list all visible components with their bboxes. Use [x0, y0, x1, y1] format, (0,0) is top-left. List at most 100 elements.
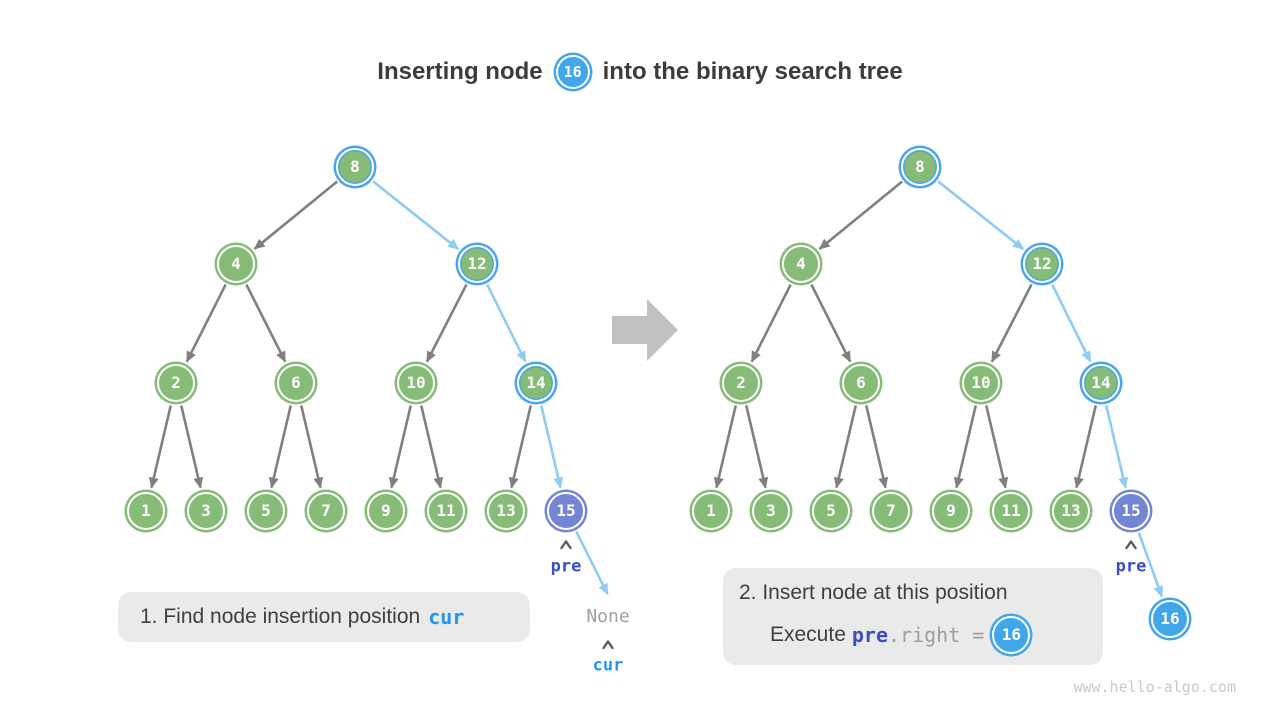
caption-step2-node-16-value: 16	[1001, 625, 1021, 644]
tree-node-14-value: 14	[1091, 373, 1111, 392]
title-prefix: Inserting node	[377, 58, 543, 85]
edge-arrow	[419, 405, 444, 489]
tree-node-14: 14	[1082, 364, 1120, 402]
tree-node-16-value: 16	[1160, 609, 1180, 628]
edge-arrow	[179, 405, 204, 489]
tree-node-2-value: 2	[736, 373, 746, 392]
tree-node-10: 10	[397, 364, 435, 402]
tree-node-8-value: 8	[350, 157, 360, 176]
tree-node-3-value: 3	[766, 501, 776, 520]
tree-node-6-value: 6	[856, 373, 866, 392]
edge-arrow	[148, 405, 173, 489]
tree-node-3-value: 3	[201, 501, 211, 520]
edge-arrow	[388, 405, 413, 489]
tree-node-6-value: 6	[291, 373, 301, 392]
edge-arrow	[253, 180, 338, 250]
tree-node-11: 11	[992, 492, 1030, 530]
edge-arrow	[185, 283, 227, 363]
tree-node-8-value: 8	[915, 157, 925, 176]
edge-arrow	[425, 283, 468, 363]
tree-node-10-value: 10	[406, 373, 426, 392]
caption-step1: 1. Find node insertion position cur	[118, 592, 530, 642]
tree-node-5: 5	[812, 492, 850, 530]
tree-node-1: 1	[127, 492, 165, 530]
tree-node-2: 2	[157, 364, 195, 402]
tree-node-13: 13	[487, 492, 525, 530]
tree-node-16: 16	[1151, 600, 1189, 638]
caption-step2-execute: Execute	[770, 623, 846, 646]
caption-step1-code-cur: cur	[428, 605, 465, 629]
tree-node-11-value: 11	[1001, 501, 1021, 520]
edge-arrow	[818, 180, 903, 250]
edge-arrow	[1073, 405, 1098, 489]
tree-node-4: 4	[217, 245, 255, 283]
edge-arrow	[575, 530, 609, 596]
tree-node-13: 13	[1052, 492, 1090, 530]
tree-node-12-value: 12	[467, 254, 487, 273]
tree-node-15-value: 15	[1121, 501, 1141, 520]
edge-arrow	[713, 405, 738, 489]
tree-node-12-value: 12	[1032, 254, 1052, 273]
tree-node-8: 8	[901, 148, 939, 186]
tree-node-4: 4	[782, 245, 820, 283]
edge-arrow	[372, 180, 460, 251]
tree-node-9: 9	[367, 492, 405, 530]
title-node-16: 16	[555, 55, 590, 89]
tree-node-10: 10	[962, 364, 1000, 402]
tree-node-7-value: 7	[321, 501, 331, 520]
edge-arrow	[990, 283, 1033, 363]
label-cur: cur	[592, 655, 624, 676]
edge-arrow	[937, 180, 1025, 251]
edge-arrow	[953, 405, 978, 489]
edge-arrow	[508, 405, 533, 489]
tree-node-6: 6	[277, 364, 315, 402]
edge-arrow	[864, 405, 889, 489]
tree-node-5-value: 5	[826, 501, 836, 520]
tree-node-9: 9	[932, 492, 970, 530]
edge-arrow	[245, 283, 287, 363]
caption-step2: 2. Insert node at this position Execute …	[723, 568, 1103, 665]
title-node-16-value: 16	[563, 62, 582, 81]
edge-arrow	[1137, 532, 1164, 598]
tree-node-15: 15	[1112, 492, 1150, 530]
edge-arrow	[750, 283, 792, 363]
tree-node-11: 11	[427, 492, 465, 530]
caret-up-icon	[1125, 540, 1137, 550]
edge-arrow	[833, 405, 858, 489]
title-suffix: into the binary search tree	[602, 58, 903, 85]
tree-node-1-value: 1	[141, 501, 151, 520]
tree-node-14: 14	[517, 364, 555, 402]
caret-up-icon	[560, 540, 572, 550]
tree-node-6: 6	[842, 364, 880, 402]
tree-node-14-value: 14	[526, 373, 546, 392]
edge-arrow	[268, 405, 293, 489]
tree-node-1: 1	[692, 492, 730, 530]
tree-node-3: 3	[752, 492, 790, 530]
caption-step2-line1: 2. Insert node at this position	[739, 579, 1103, 607]
edge-arrow	[539, 405, 564, 489]
tree-node-5: 5	[247, 492, 285, 530]
tree-node-7: 7	[872, 492, 910, 530]
edge-arrow	[486, 284, 527, 363]
edge-arrow	[984, 405, 1009, 489]
caption-step2-line1-text: 2. Insert node at this position	[739, 581, 1008, 604]
tree-node-4-value: 4	[231, 254, 241, 273]
tree-node-15: 15	[547, 492, 585, 530]
tree-node-1-value: 1	[706, 501, 716, 520]
tree-node-15-value: 15	[556, 501, 576, 520]
edge-arrow	[744, 405, 769, 489]
caption-step1-text: 1. Find node insertion position	[140, 605, 421, 628]
transition-arrow-icon	[612, 299, 678, 361]
caret-up-icon	[602, 640, 614, 650]
tree-node-11-value: 11	[436, 501, 456, 520]
tree-node-2: 2	[722, 364, 760, 402]
edge-arrow	[1051, 284, 1092, 363]
tree-node-10-value: 10	[971, 373, 991, 392]
figure-title: Inserting node 16 into the binary search…	[0, 50, 1280, 94]
tree-node-5-value: 5	[261, 501, 271, 520]
tree-node-8: 8	[336, 148, 374, 186]
tree-node-9-value: 9	[381, 501, 391, 520]
tree-node-7-value: 7	[886, 501, 896, 520]
